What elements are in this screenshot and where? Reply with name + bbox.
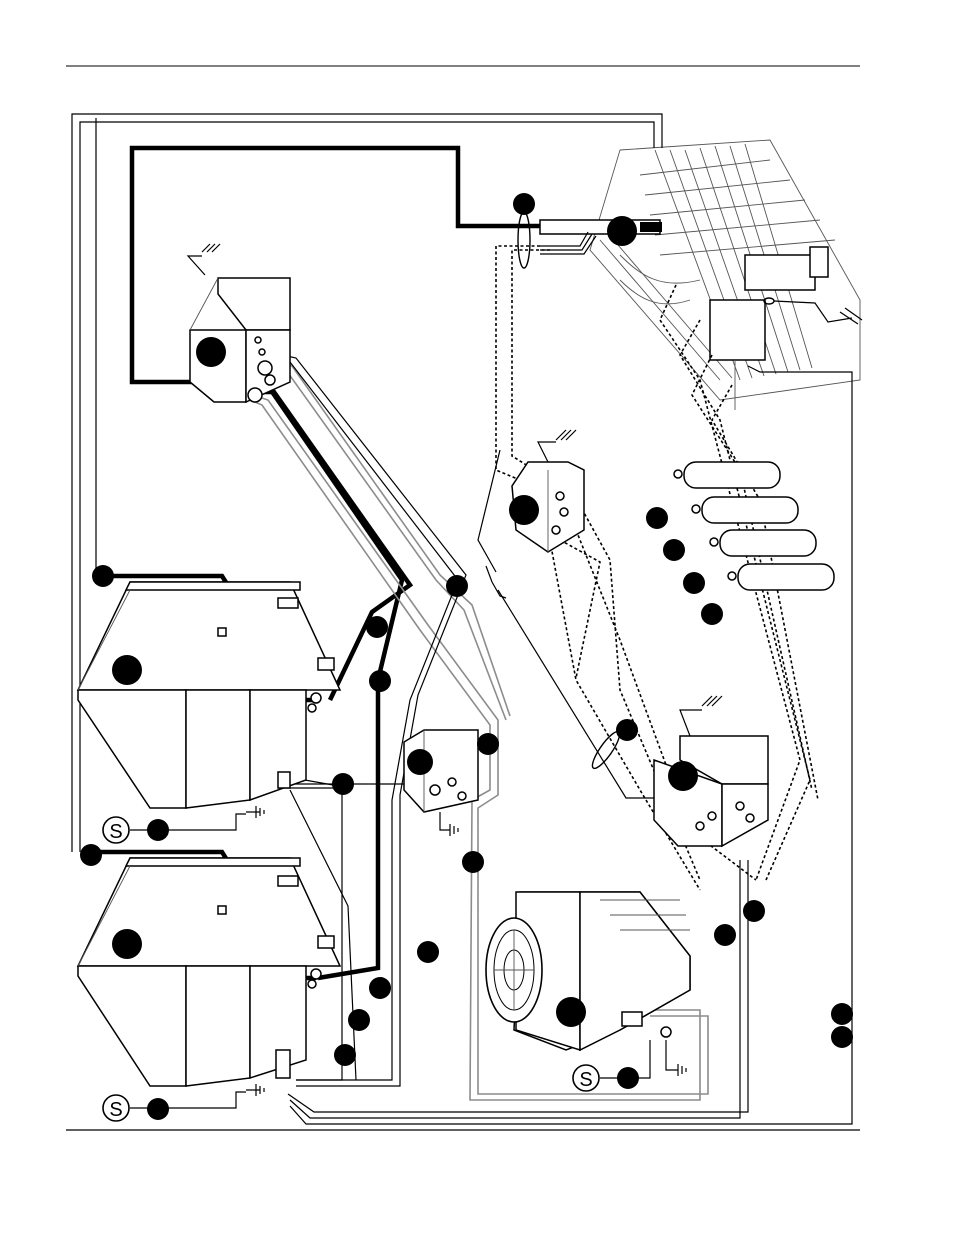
power-source-3	[572, 1040, 651, 1092]
gas-console	[485, 429, 585, 599]
cutting-table	[589, 139, 861, 410]
power-supply-1	[76, 581, 342, 809]
ignition-console	[186, 243, 291, 404]
power-source-label-3: S	[579, 1069, 592, 1091]
metering-console	[653, 695, 769, 848]
gas-cylinders	[673, 461, 835, 591]
power-source-label-2: S	[109, 1099, 122, 1121]
power-source-label-1: S	[109, 821, 122, 843]
work-clamp	[763, 297, 863, 325]
callout-markers	[80, 193, 853, 1120]
ground-icon	[246, 806, 687, 1096]
power-source-1	[102, 813, 246, 844]
power-source-2	[102, 1091, 246, 1122]
gas-selection-box	[403, 729, 479, 836]
power-supply-2	[76, 857, 342, 1087]
torch-lead-bundle-ring	[517, 211, 531, 269]
plasma-torch	[539, 219, 662, 255]
chiller	[485, 891, 691, 1071]
